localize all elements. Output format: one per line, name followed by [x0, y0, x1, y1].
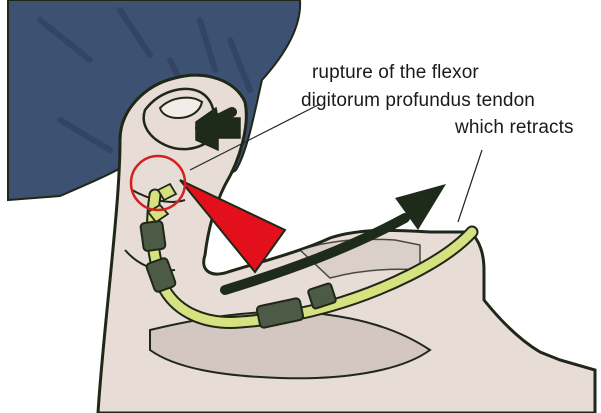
- retraction-leader-line: [458, 150, 482, 222]
- annotation-line-1: rupture of the flexor: [312, 60, 479, 86]
- annotation-line-2: digitorum profundus tendon: [301, 88, 535, 114]
- annotation-line-3: which retracts: [455, 115, 574, 141]
